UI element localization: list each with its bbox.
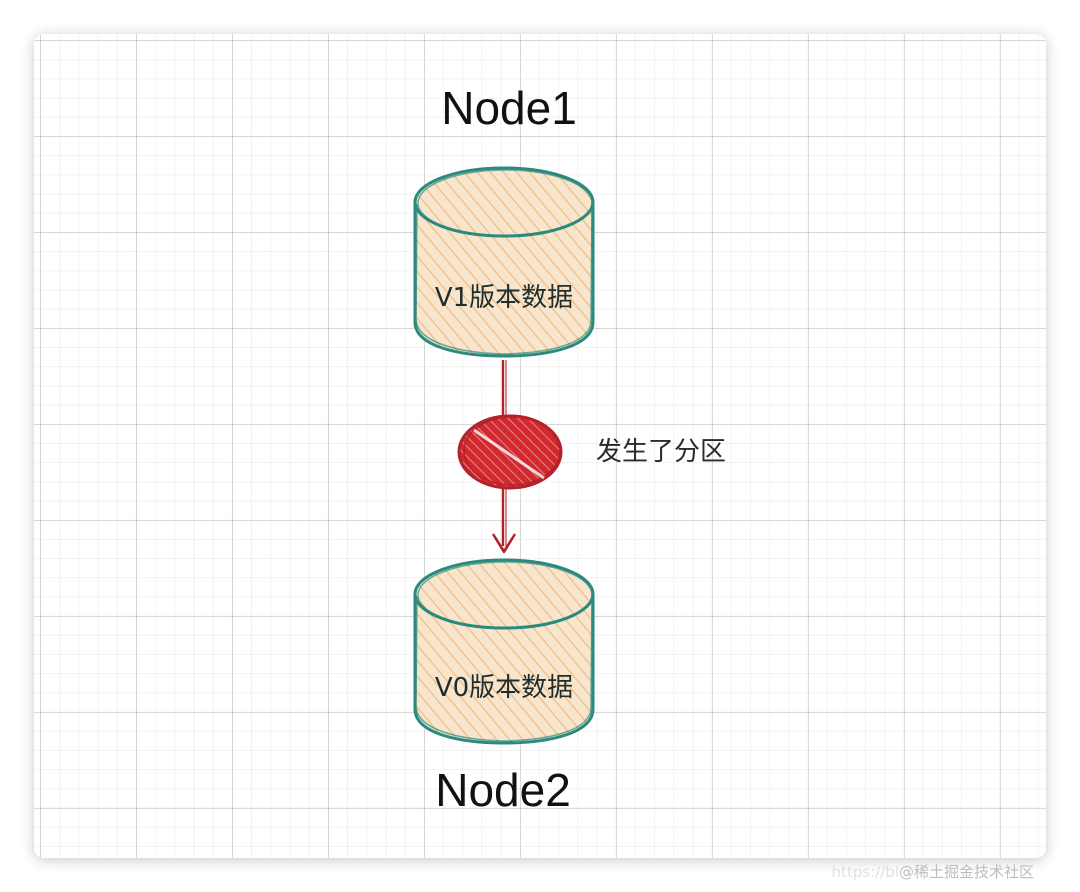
node2-title: Node2 [435,764,571,816]
watermark: https://bl@稀土掘金技术社区 [832,861,1034,882]
watermark-url: https://bl [831,863,899,881]
watermark-text: @稀土掘金技术社区 [898,863,1034,881]
partition-label: 发生了分区 [596,437,726,467]
node2-database-cylinder [413,558,595,745]
partition-icon [457,414,563,490]
node2-data-label: V0版本数据 [435,673,573,703]
diagram-canvas: Node1 V1版本数据 发生了分区 [34,34,1046,858]
node1-database-cylinder [413,166,595,358]
node1-data-label: V1版本数据 [435,283,573,313]
node1-title: Node1 [441,82,577,134]
diagram-svg: Node1 V1版本数据 发生了分区 [413,82,726,816]
